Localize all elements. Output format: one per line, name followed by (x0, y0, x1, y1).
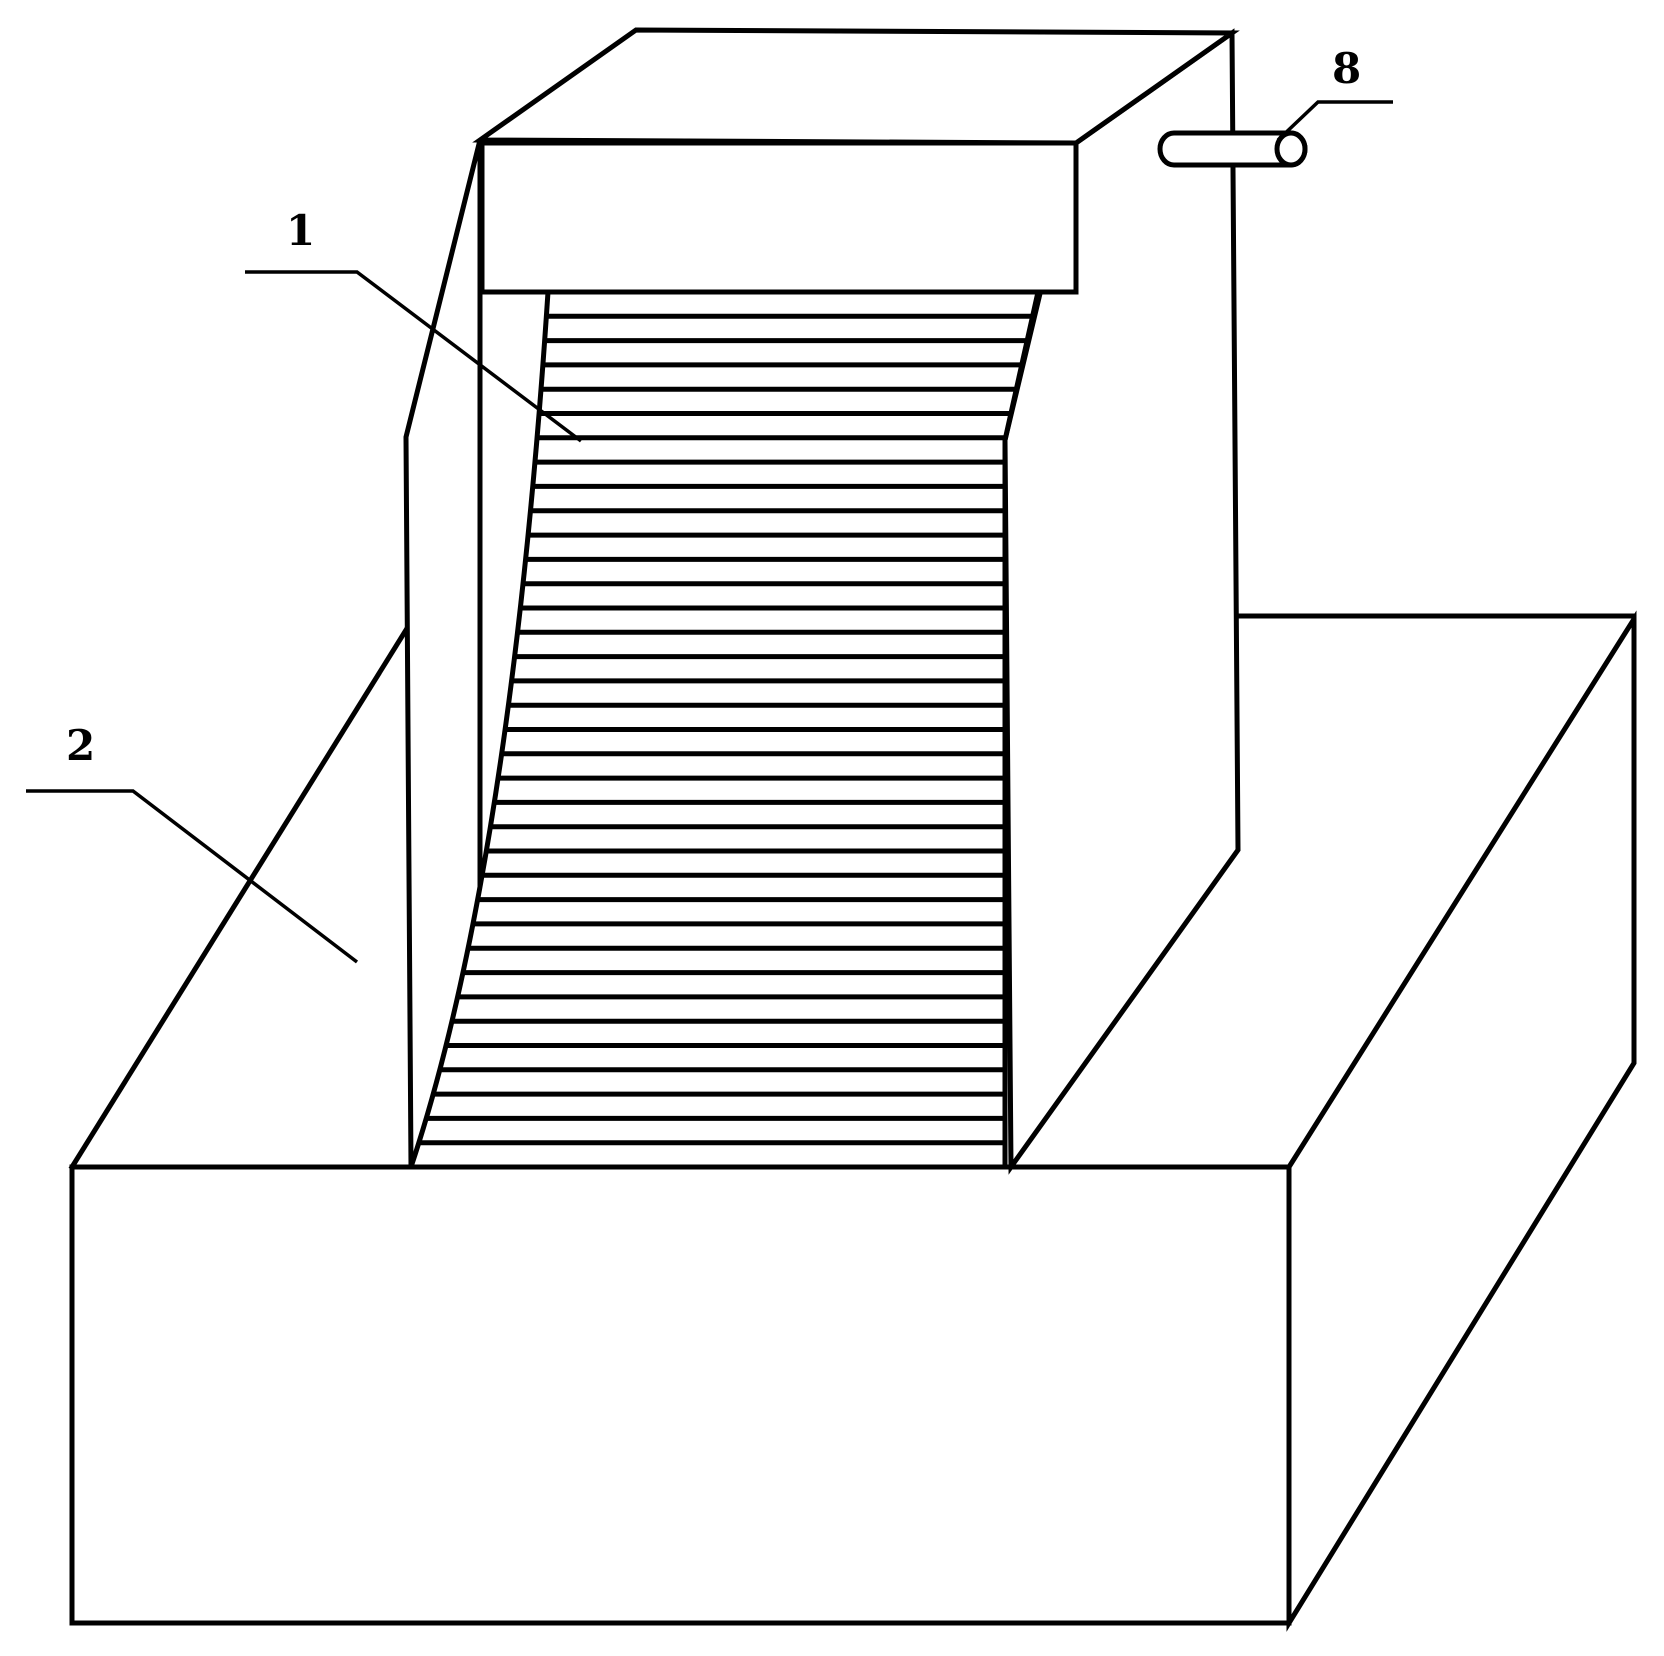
pipe-end (1274, 130, 1308, 168)
leader-line-8 (1276, 100, 1393, 142)
label-part-8: 8 (1332, 44, 1361, 93)
base-front-face (69, 1164, 1292, 1626)
slat-screen (407, 289, 1042, 1170)
housing-lid-front (479, 140, 1079, 295)
base-side-face (1286, 610, 1637, 1632)
label-part-1: 1 (286, 206, 315, 255)
base-block (68, 610, 1637, 1632)
pipe (1157, 130, 1308, 168)
label-part-2: 2 (66, 721, 95, 770)
slats-group (418, 313, 1033, 1146)
base-top-left-edge (68, 626, 410, 1171)
housing (403, 27, 1241, 1175)
leader-line-2 (26, 789, 359, 964)
leader-line-1 (245, 270, 583, 443)
